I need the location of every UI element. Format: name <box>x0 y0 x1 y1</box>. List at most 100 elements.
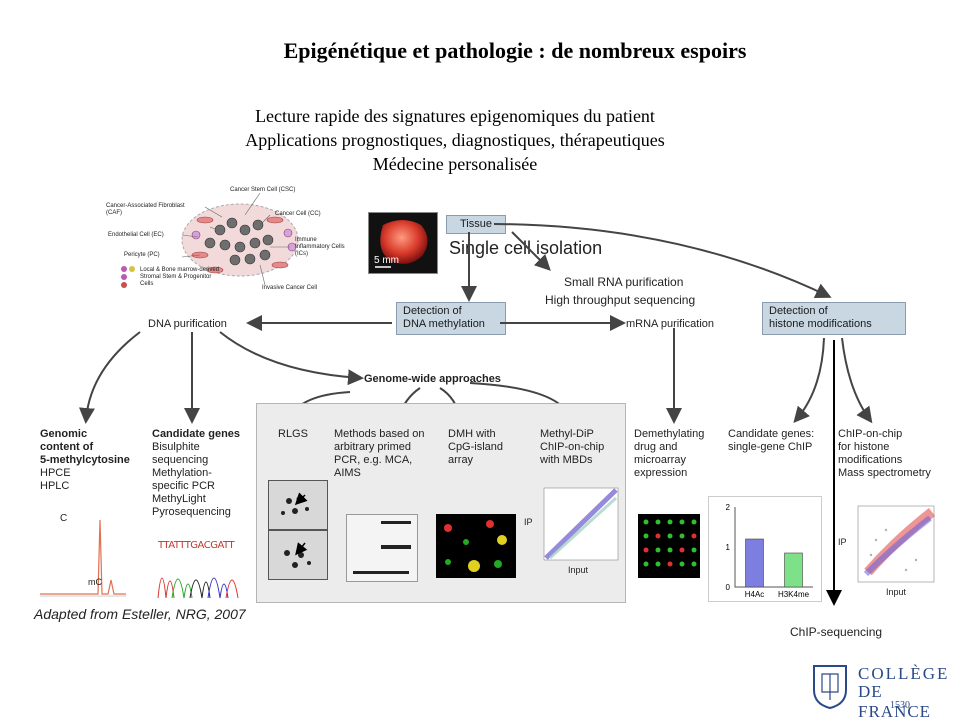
candidate-genes-item-2: sequencing <box>152 454 209 466</box>
tissue-photo: 5 mm <box>368 212 438 274</box>
label-invasive: Invasive Cancer Cell <box>262 285 318 291</box>
candidate-genes-item-5: MethyLight <box>152 493 206 505</box>
candidate-single-block: Candidate genes: single-gene ChIP <box>728 428 814 454</box>
demethylating-line-1: Demethylating <box>634 428 705 440</box>
bar-chart-ytick: 2 <box>726 503 731 512</box>
methyl-dip-line-3: with MBDs <box>540 454 593 466</box>
gel-bands <box>353 521 411 574</box>
subtitle-line-1: Lecture rapide des signatures epigenomiq… <box>255 106 655 126</box>
genomic-content-title-2: content of <box>40 441 94 453</box>
chip-on-chip-block: ChIP-on-chip for histone modifications M… <box>838 428 931 480</box>
detection-dna-methylation-box: Detection of DNA methylation <box>396 302 506 335</box>
logo-emblem-icon <box>813 665 847 710</box>
page-title: Epigénétique et pathologie : de nombreux… <box>283 38 747 63</box>
methods-based-line-1: Methods based on <box>334 428 425 440</box>
candidate-genes-item-1: Bisulphite <box>152 441 200 453</box>
bar-h3k4me <box>784 552 803 588</box>
candidate-genes-item-6: Pyrosequencing <box>152 506 231 518</box>
methods-based-line-4: AIMS <box>334 467 361 479</box>
label-ec: Endothelial Cell (EC) <box>108 232 164 238</box>
genomic-content-title-3: 5-methylcytosine <box>40 454 130 466</box>
genomic-content-block: Genomic content of 5-methylcytosine HPCE… <box>40 428 130 493</box>
rlgs-spots-1 <box>281 492 309 515</box>
tissue-box: Tissue <box>446 215 506 234</box>
rlgs-spots-2 <box>284 542 311 568</box>
logo-line-1: COLLÈGE <box>858 664 950 683</box>
dmh-line-3: array <box>448 454 474 466</box>
dna-purification: DNA purification <box>148 318 227 330</box>
label-pc: Pericyte (PC) <box>124 252 160 258</box>
high-throughput-sequencing: High throughput sequencing <box>545 293 696 307</box>
sequencing-chromatogram: TTATTTGACGATT <box>157 540 240 600</box>
candidate-genes-title: Candidate genes <box>152 428 241 440</box>
label-stromal: Local & Bone marrow-derived Stromal Stem… <box>140 267 220 287</box>
chip-on-chip-line-1: ChIP-on-chip <box>838 428 903 440</box>
mrna-purification: mRNA purification <box>626 318 715 330</box>
bar-h4ac <box>745 538 764 588</box>
source-credit: Adapted from Esteller, NRG, 2007 <box>34 606 246 622</box>
bar-label-h4ac: H4Ac <box>745 590 765 599</box>
methyl-dip-line-2: ChIP-on-chip <box>540 441 605 453</box>
detection-dna-line-1: Detection of <box>403 305 462 317</box>
demethylating-block: Demethylating drug and microarray expres… <box>634 428 704 480</box>
demethylating-line-2: drug and <box>634 441 678 453</box>
methods-based-line-3: PCR, e.g. MCA, <box>334 454 413 466</box>
hplc-chromatogram: C mC <box>38 510 128 598</box>
label-cc: Cancer Cell (CC) <box>275 211 321 217</box>
detection-histone-line-2: histone modifications <box>769 318 872 330</box>
scale-bar-label: 5 mm <box>374 255 399 266</box>
subtitle-line-3: Médecine personalisée <box>372 154 538 174</box>
detection-dna-line-2: DNA methylation <box>403 318 485 330</box>
methods-based-line-2: arbitrary primed <box>334 441 412 453</box>
histone-ip-label: IP <box>838 537 847 547</box>
logo-year: 1530 <box>890 700 910 711</box>
methyl-dip-scatter: IP Input <box>522 482 622 578</box>
chip-sequencing: ChIP-sequencing <box>790 625 883 639</box>
genome-wide-approaches: Genome-wide approaches <box>364 373 501 385</box>
subtitle-line-2: Applications prognostiques, diagnostique… <box>245 130 665 150</box>
rlgs-label: RLGS <box>278 428 308 440</box>
candidate-genes-block: Candidate genes Bisulphite sequencing Me… <box>152 428 240 519</box>
dmh-spots <box>444 520 507 572</box>
dmh-line-2: CpG-island <box>448 441 504 453</box>
demethylating-spots <box>643 519 697 567</box>
tissue-blob <box>375 220 428 268</box>
tumor-microenvironment-illustration: Cancer Stem Cell (CSC) Cancer-Associated… <box>106 185 350 295</box>
genomic-content-item-1: HPCE <box>40 467 71 479</box>
label-csc: Cancer Stem Cell (CSC) <box>230 187 296 193</box>
histone-input-label: Input <box>886 587 907 597</box>
dmh-microarray-image <box>436 514 516 578</box>
genomic-content-item-2: HPLC <box>40 480 70 492</box>
tumor-cells-drawing <box>121 192 299 288</box>
candidate-single-line-1: Candidate genes: <box>728 428 815 440</box>
label-caf: Cancer-Associated Fibroblast (CAF) <box>106 203 185 216</box>
small-rna-purification: Small RNA purification <box>564 275 684 289</box>
bar-label-h3k4me: H3K4me <box>778 590 810 599</box>
sequence-text: TTATTTGACGATT <box>158 540 235 551</box>
rlgs-image-1 <box>268 480 328 530</box>
label-immune: Immune Inflammatory Cells (ICs) <box>295 237 345 257</box>
methyl-dip-scatter-plot <box>543 487 619 561</box>
histone-scatter: IP Input <box>836 500 936 600</box>
gel-band-image <box>346 514 418 582</box>
histone-scatter-plot <box>857 505 936 583</box>
methyl-dip-line-1: Methyl-DiP <box>540 428 594 440</box>
bar-chart-ytick: 0 <box>726 583 731 592</box>
dmh-block: DMH with CpG-island array <box>448 428 503 467</box>
demethylating-line-3: microarray <box>634 454 686 466</box>
candidate-genes-item-3: Methylation- <box>152 467 212 479</box>
sequencing-trace <box>157 577 239 599</box>
candidate-genes-item-4: specific PCR <box>152 480 215 492</box>
chip-on-chip-line-3: modifications <box>838 454 903 466</box>
peak-label-c: C <box>60 513 68 524</box>
methyl-dip-ip-label: IP <box>524 517 533 527</box>
genomic-content-title-1: Genomic <box>40 428 88 440</box>
candidate-single-line-2: single-gene ChIP <box>728 441 813 453</box>
demethylating-line-4: expression <box>634 467 688 479</box>
detection-histone-box: Detection of histone modifications <box>762 302 906 335</box>
bar-chart-ytick: 1 <box>726 543 731 552</box>
peak-label-mc: mC <box>88 577 102 587</box>
